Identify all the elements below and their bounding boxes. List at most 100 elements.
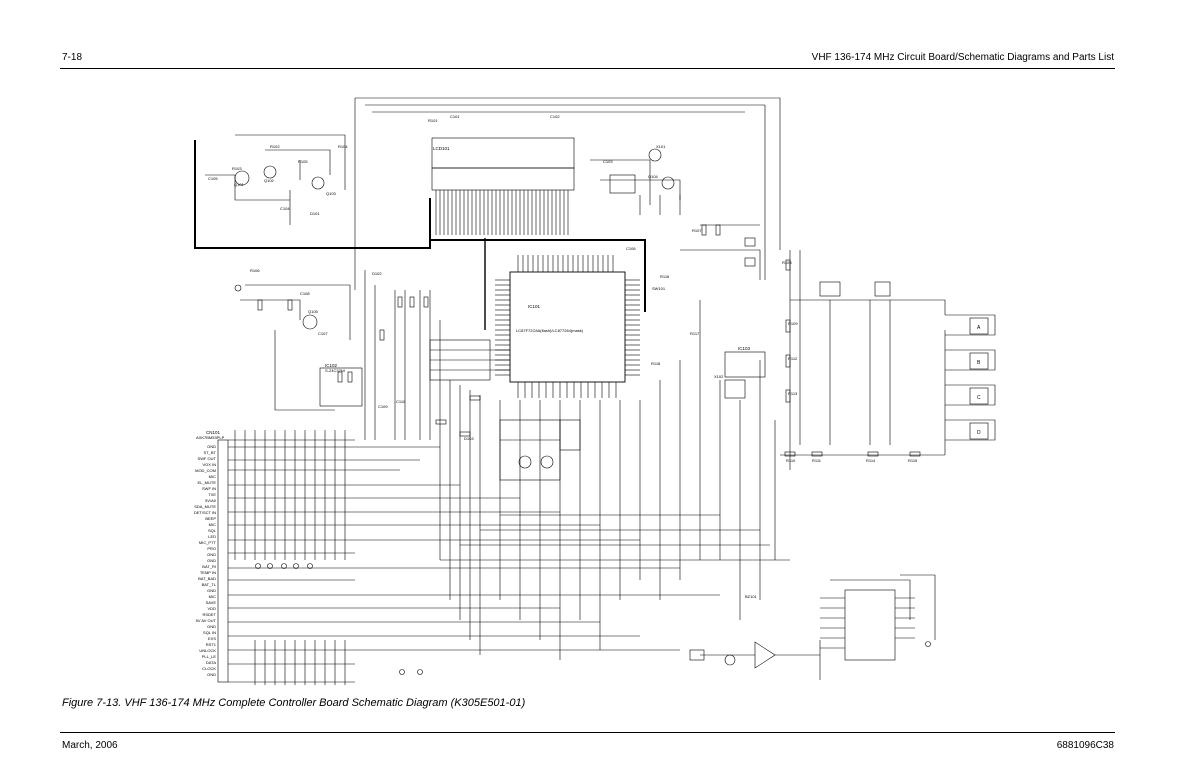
part-label: R109	[788, 321, 798, 326]
part-label: Q104	[648, 174, 659, 179]
pin-label: MIC_PTT	[199, 540, 217, 545]
pin-label: GND	[207, 552, 216, 557]
pin-label: GND	[207, 624, 216, 629]
part-label: C101	[450, 114, 460, 119]
part-label: R105	[298, 159, 308, 164]
reset-ic-label: IC103	[738, 346, 751, 351]
pin-label: MIC	[209, 474, 216, 479]
part-label: R107	[692, 228, 702, 233]
pin-label: GND	[207, 558, 216, 563]
part-label: R115	[908, 458, 918, 463]
pin-label: SAVE	[206, 600, 217, 605]
pin-label: BAT_BAD	[198, 576, 216, 581]
publication-date: March, 2006	[62, 740, 118, 751]
pin-label: BAT_RI	[202, 564, 216, 569]
pin-label: 5V AV OUT	[196, 618, 217, 623]
part-label: Q101	[234, 182, 245, 187]
part-label: C105	[208, 176, 218, 181]
pin-label: MOD_COM	[195, 468, 216, 473]
eeprom-label: IC102	[325, 363, 338, 368]
part-label: C109	[378, 404, 388, 409]
pin-label: UNLOCK	[199, 648, 216, 653]
key-label-a: A	[977, 325, 981, 331]
part-label: X101	[656, 144, 666, 149]
part-label: Q103	[326, 191, 337, 196]
part-label: R104	[338, 144, 348, 149]
part-label: R101	[428, 118, 438, 123]
mcu-pins-left	[495, 279, 510, 376]
pin-label: SWF OUT	[198, 456, 217, 461]
part-label: X102	[714, 374, 724, 379]
part-label: BZ101	[745, 594, 758, 599]
small-components	[257, 224, 921, 457]
pin-label: TXE	[208, 492, 216, 497]
mcu-pins-right	[625, 279, 640, 376]
pin-label: SQL	[208, 528, 217, 533]
pin-label: GND	[207, 672, 216, 677]
part-label: R112	[788, 356, 798, 361]
cpu-part-label: LC87F72C8A(flash)/LC877264(mask)	[516, 328, 584, 333]
connector-part-label: AXK7BM53PLP	[196, 435, 225, 440]
schematic-wires	[194, 97, 996, 685]
key-label-d: D	[977, 430, 981, 436]
part-label: R117	[690, 331, 700, 336]
part-label: C110	[396, 399, 406, 404]
schematic-labels: LCD101 IC101 LC87F72C8A(flash)/LC877264(…	[194, 114, 981, 677]
pin-label: SQL IN	[203, 630, 216, 635]
part-label: R114	[866, 458, 876, 463]
part-label: R118	[651, 361, 661, 366]
part-label: D103	[464, 436, 474, 441]
lcd-label: LCD101	[433, 146, 450, 151]
connector-vertical-traces	[234, 430, 346, 685]
pin-label: VDD	[208, 606, 217, 611]
part-label: D102	[372, 271, 382, 276]
pin-label: MIC	[209, 594, 216, 599]
part-label: R110	[786, 458, 796, 463]
part-label: R106	[250, 268, 260, 273]
pin-label: GND	[207, 588, 216, 593]
key-labels: A B C D	[977, 325, 981, 436]
part-label: C104	[280, 206, 290, 211]
pin-label: SWF IN	[202, 486, 216, 491]
part-label: C107	[318, 331, 328, 336]
pin-label: MIC	[209, 522, 216, 527]
connector-label: CN101	[206, 430, 221, 435]
part-label: Q102	[264, 178, 275, 183]
pin-label: PLL_LE	[202, 654, 217, 659]
pin-label: VOX IN	[202, 462, 216, 467]
part-label: R102	[270, 144, 280, 149]
long-traces	[439, 300, 790, 660]
part-label: R113	[788, 391, 798, 396]
pin-label: EL_MUTE	[198, 480, 217, 485]
cpu-label: IC101	[528, 304, 541, 309]
part-label: D101	[310, 211, 320, 216]
part-label: R116	[660, 274, 670, 279]
part-label: C108	[300, 291, 310, 296]
connector-traces	[228, 446, 720, 665]
footer-rule	[60, 732, 1115, 733]
pin-label: TEMP IN	[200, 570, 216, 575]
part-label: SW101	[652, 286, 666, 291]
mcu-pins-bottom	[517, 382, 617, 398]
lcd-pin-lines	[435, 190, 569, 235]
pin-label: SDA_MUTE	[194, 504, 216, 509]
pin-label: RSDET	[202, 612, 216, 617]
pin-label: CLOCK	[202, 666, 216, 671]
pin-label: RST1	[206, 642, 217, 647]
pin-label: BAT_TL	[202, 582, 217, 587]
pin-label: PRO	[207, 546, 216, 551]
part-label: R103	[232, 166, 242, 171]
section-title: VHF 136-174 MHz Circuit Board/Schematic …	[811, 52, 1114, 63]
pin-label: DATA	[206, 660, 216, 665]
part-reference-labels: R101 R102 R103 R104 R105 R106 R107 R108 …	[208, 114, 918, 599]
part-label: Q105	[308, 309, 319, 314]
part-label: C102	[550, 114, 560, 119]
figure-caption: Figure 7-13. VHF 136-174 MHz Complete Co…	[62, 697, 526, 709]
key-label-c: C	[977, 395, 981, 401]
part-label: R111	[812, 458, 822, 463]
part-label: C106	[626, 246, 636, 251]
pin-label: EXS	[208, 636, 216, 641]
document-number: 6881096C38	[1056, 740, 1114, 751]
part-label: C103	[603, 159, 613, 164]
